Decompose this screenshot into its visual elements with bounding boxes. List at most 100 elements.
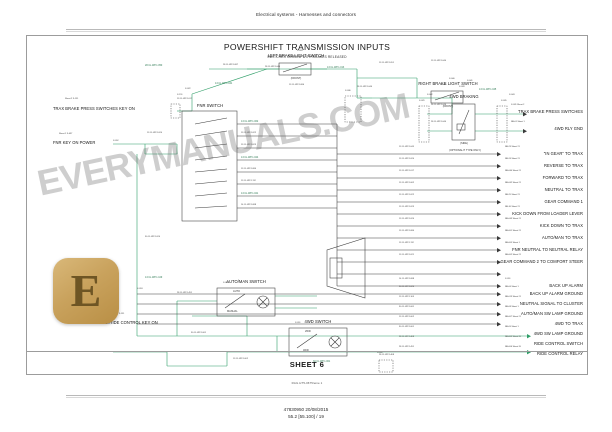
connector-tag-label: X-042 xyxy=(427,94,433,96)
signal-wire-code: 28.CL.WP.1.408 xyxy=(399,336,414,338)
signal-name: 4WD TO TRAX xyxy=(554,321,583,326)
connector-tag-label: X-040 xyxy=(449,78,455,80)
signal-name: FNR NEUTRAL TO NEUTRAL RELAY xyxy=(512,247,583,252)
signal-connector-tag: NB-013 Sheet 21 xyxy=(505,296,521,298)
label-fnr-key-on-power: FNR KEY ON POWER xyxy=(53,140,96,145)
connector-tag-label: X-052 xyxy=(113,140,119,142)
signal-wire-code: 13.CL.WP.1.002 xyxy=(399,316,414,318)
sheet-label: SHEET 6 xyxy=(289,360,325,369)
signal-wire-code: 13.CL.WP.1.112 xyxy=(399,242,414,244)
wiring-schematic xyxy=(113,62,531,373)
connector-tag-label: X-051 xyxy=(295,322,301,324)
signal-connector-tag: NB-24 Sheet 21 xyxy=(505,158,520,160)
wire-code-label: 13.CL.WP.1.045 xyxy=(479,88,497,91)
signal-name: GEAR COMMAND 1 xyxy=(544,199,583,204)
wire-code-label: 13.CL.WP.1.002 xyxy=(233,358,248,360)
diagram-title: POWERSHIFT TRANSMISSION INPUTS xyxy=(223,42,391,52)
wire-code-label: 28.CL.WP.1.087 xyxy=(223,64,238,66)
running-header: Electrical systems - Harnesses and conne… xyxy=(256,12,356,17)
signal-wire-code: 13.CL.WP.1.084 xyxy=(399,230,414,232)
wire-code-label: 30.CL.WP.1.001 xyxy=(313,360,331,363)
signal-name: REVERSE TO TRAX xyxy=(544,163,583,168)
wire-code-label: 13.CL.WP.1.084 xyxy=(241,168,256,170)
signal-name: BACK UP ALARM GROUND xyxy=(529,291,583,296)
label-trax-brake-press-key-on: TRAX BRAKE PRESS SWITCHES KEY ON xyxy=(53,106,135,111)
signal-connector-tag: NB-09 Sheet 1 xyxy=(505,326,519,328)
label-right-brake-light-switch: RIGHT BRAKE LIGHT SWITCH xyxy=(418,81,478,86)
wire-code-label: 28.CL.WP.1.050 xyxy=(145,64,163,67)
frame-inner-divider xyxy=(27,351,587,352)
signal-wire-code: 13.CL.WP.1.022 xyxy=(399,194,414,196)
signal-wire-code: 30.CL.WP.1.061 xyxy=(399,306,414,308)
signal-name: KICK DOWN TO TRAX xyxy=(539,223,583,228)
label-optional-h-type: (OPTIONAL H TYPE ONLY) xyxy=(449,149,481,152)
footer-block: 47830950 20/08/2015 55.2 [55.100] / 19 xyxy=(0,407,612,420)
signal-wire-code: 13.CL.WP.1.109 xyxy=(399,296,414,298)
signal-name: AUTO/MAN SW LAMP GROUND xyxy=(521,311,583,316)
signal-name: 4WD RLY GND xyxy=(554,126,583,131)
label-front-right: (FRONT) xyxy=(442,105,454,108)
footer-divider xyxy=(66,395,546,396)
signal-wire-code: 13.CL.WP.1.062 xyxy=(399,182,414,184)
label-auto-position: AUTO xyxy=(233,290,241,293)
label-4wd-position: 4WD xyxy=(303,349,309,352)
connector-tag-label: X-037 xyxy=(289,56,295,58)
connector-tag-label: X-151 xyxy=(177,94,183,96)
label-manual-position: MANUAL xyxy=(227,310,238,313)
wire-code-label: 30.CL.WP.1.061 xyxy=(191,332,206,334)
wire-code-label: 13.CL.WP.1.022 xyxy=(241,132,256,134)
signal-wire-code: 13.CL.WP.1.021 xyxy=(399,254,414,256)
signal-connector-tag: NB-23 Sheet 21 xyxy=(505,146,520,148)
footer-doc-number: 47830950 20/08/2015 xyxy=(283,407,329,413)
connector-tag-label: X-022 xyxy=(185,88,191,90)
label-fnr-switch: FNR SWITCH xyxy=(196,103,224,108)
signal-name: RIDE CONTROL SWITCH xyxy=(533,341,583,346)
connector-tag-label: X-028 xyxy=(459,86,465,88)
connector-tag-label: X-031 xyxy=(441,84,447,86)
wire-code-label: 13.CL.WP.1.112 xyxy=(241,180,256,182)
label-front-left: (FRONT) xyxy=(290,77,302,80)
wire-code-label: 13.CL.WP.1.051 xyxy=(379,62,394,64)
signal-connector-tag: NB-043 Sheet 21 xyxy=(505,218,521,220)
schematic-frame: POWERSHIFT TRANSMISSION INPUTS SWITCHES … xyxy=(26,35,588,385)
connector-tag-label: X-043 xyxy=(509,94,515,96)
label-2wd-position: 2WD xyxy=(305,330,311,333)
label-4wd-braking: 4WD BRAKING xyxy=(449,94,479,99)
signal-connector-tag: NB-25 Sheet 21 xyxy=(505,194,520,196)
signal-wire-code: 28.CL.WP.1.046 xyxy=(431,104,446,106)
wire-code-label: 28.CL.WP.1.408 xyxy=(379,354,394,356)
connector-tag-label: X-035 xyxy=(501,100,507,102)
signal-name: AUTO/MAN TO TRAX xyxy=(542,235,583,240)
footer-divider-secondary xyxy=(66,397,546,398)
wire-code-label: 13.CL.WP.1.021 xyxy=(241,192,259,195)
signal-wire-code: 13.CL.WP.1.045 xyxy=(399,146,414,148)
signal-name: NEUTRAL SIGNAL TO CLUSTER xyxy=(519,301,583,306)
sheet-sublabel: RAIL HT5-0675/eme 1 xyxy=(291,381,323,385)
signal-wire-code: 13.CL.WP.1.024 xyxy=(399,218,414,220)
signal-name: KICK DOWN FROM LOADER LEVER xyxy=(512,211,583,216)
tag-4wd-ride-control-key-on: Sheet 2 X-151 xyxy=(111,313,125,315)
wire-code-label: 28.CL.WP.1.046 xyxy=(265,66,280,68)
signal-wire-code: 13.CL.WP.1.020 xyxy=(399,158,414,160)
connector-tag-label: X-036 xyxy=(345,90,351,92)
wire-code-label: 13.CL.WP.1.013 xyxy=(327,66,345,69)
signal-connector-tag: NB-007 Sheet 21 xyxy=(505,316,521,318)
signal-name: 4WD SW LAMP GROUND xyxy=(533,331,583,336)
wire-code-label: 30.CL.WP.1.020 xyxy=(145,236,160,238)
wire-code-label: 13.CL.WP.1.062 xyxy=(241,120,259,123)
signal-name: "IN GEAR" TO TRAX xyxy=(543,151,583,156)
signal-connector-tag: NB-08 Sheet 1 xyxy=(505,306,519,308)
tag-fnr-key-on-power: Sheet 1 X-037 xyxy=(59,133,73,135)
signal-wire-code: 13.CL.WP.1.017 xyxy=(399,170,414,172)
wire-code-label: 13.CL.WP.1.041 xyxy=(215,82,233,85)
signal-name: FORWARD TO TRAX xyxy=(542,175,583,180)
connector-tag-label: X-029 xyxy=(419,100,425,102)
signal-name: TRAX BRAKE PRESS SWITCHES xyxy=(518,109,583,114)
connector-tag-label: X-041 xyxy=(467,80,473,82)
signal-connector-tag: NB-002 Sheet 21 xyxy=(505,254,521,256)
signal-connector-tag: X-031 Sheet 2 xyxy=(511,104,525,106)
signal-name: NEUTRAL TO TRAX xyxy=(544,187,583,192)
signal-name: BACK UP ALARM xyxy=(549,283,583,288)
signal-name: RIDE CONTROL RELAY xyxy=(537,351,583,356)
wire-code-label: 14.CL.WP.1.088 xyxy=(241,204,256,206)
